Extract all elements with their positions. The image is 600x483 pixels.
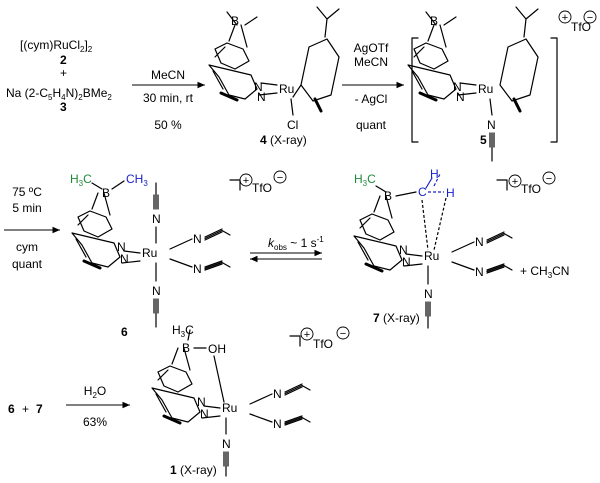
ruthenium-atom: Ru	[142, 246, 157, 260]
ruthenium-atom: Ru	[222, 401, 237, 415]
svg-text:7: 7	[36, 402, 43, 416]
compound-label-2: 2	[60, 53, 67, 67]
svg-text:N: N	[222, 437, 231, 451]
svg-text:N: N	[273, 387, 282, 401]
ruthenium-atom: Ru	[478, 82, 493, 96]
step5-yield: 63%	[83, 415, 107, 429]
svg-text:−: −	[277, 172, 283, 184]
nitrogen-atom: N	[402, 255, 411, 269]
methyl-group: H3C	[172, 323, 194, 339]
step3-yield: quant	[12, 257, 43, 271]
counterion-7: + TfO −	[496, 171, 556, 196]
svg-text:N: N	[152, 284, 161, 298]
svg-text:TfO: TfO	[313, 337, 333, 351]
arrow-step-1: MeCN 30 min, rt 50 %	[132, 68, 205, 132]
compound-1-structure: B H3C OH N N Ru N N N	[150, 323, 311, 477]
ru-dimer-formula: [(cym)RuCl2]2	[20, 38, 93, 54]
compound-7-structure: B H3C C H H N N Ru N N N	[352, 167, 513, 329]
step2-reagent-2: MeCN	[354, 55, 388, 69]
svg-text:TfO: TfO	[521, 182, 541, 196]
nitrogen-atom: N	[487, 118, 496, 132]
ruthenium-atom: Ru	[279, 82, 294, 96]
svg-text:N: N	[424, 287, 433, 301]
methyl-group-blue: CH3	[126, 172, 148, 188]
counterion-5: + TfO −	[558, 10, 597, 34]
nitrogen-atom: N	[453, 80, 462, 94]
svg-text:N: N	[193, 262, 202, 276]
nitrogen-atom: N	[257, 90, 266, 104]
svg-text:TfO: TfO	[252, 181, 272, 195]
step1-conditions: 30 min, rt	[143, 91, 194, 105]
compound-4-structure: B N N Ru Cl	[207, 6, 340, 132]
svg-text:N: N	[152, 212, 161, 226]
step3-byproduct: cym	[16, 240, 38, 254]
svg-text:−: −	[587, 12, 593, 24]
svg-text:+: +	[243, 175, 249, 187]
step2-yield: quant	[356, 118, 387, 132]
svg-text:−: −	[340, 328, 346, 340]
svg-text:N: N	[273, 417, 282, 431]
step2-reagent-1: AgOTf	[354, 41, 389, 55]
step3-temp: 75 ºC	[12, 185, 42, 199]
methyl-group-green: H3C	[70, 172, 92, 188]
methyl-group-green: H3C	[354, 172, 376, 188]
counterion-6: + TfO −	[229, 170, 287, 195]
left-bracket	[411, 37, 419, 143]
boron-atom: B	[430, 14, 438, 28]
rate-constant: kobs ~ 1 s-1	[268, 235, 324, 252]
compound-label-3: 3	[60, 100, 67, 114]
chloride-atom: Cl	[287, 118, 298, 132]
svg-text:6: 6	[8, 402, 15, 416]
ruthenium-atom: Ru	[424, 249, 439, 263]
svg-text:+: +	[562, 12, 568, 24]
boron-atom: B	[182, 341, 190, 355]
counterion-1: + TfO −	[289, 326, 350, 351]
step3-time: 5 min	[12, 201, 41, 215]
nitrogen-atom: N	[117, 240, 126, 254]
nitrogen-atom: N	[200, 407, 209, 421]
hydroxyl-group: OH	[208, 342, 226, 356]
compound-4-label: 4 (X-ray)	[260, 133, 307, 147]
nitrogen-atom: N	[120, 252, 129, 266]
svg-text:+: +	[22, 402, 29, 416]
compound-1-label: 1 (X-ray)	[170, 463, 217, 477]
reagent-block: [(cym)RuCl2]2 2 + Na (2-C5H4N)2BMe2 3	[6, 38, 112, 114]
svg-text:−: −	[546, 173, 552, 185]
svg-text:N: N	[475, 235, 484, 249]
svg-text:N: N	[475, 265, 484, 279]
agostic-hydrogen-1: H	[430, 167, 439, 181]
equilibrium-arrow: kobs ~ 1 s-1	[250, 235, 324, 263]
step2-byproduct: - AgCl	[355, 92, 388, 106]
arrow-step-5: H2O 63%	[66, 384, 130, 429]
reactant-sum: 6 + 7	[8, 402, 43, 416]
arrow-step-3: 75 ºC 5 min cym quant	[4, 185, 60, 271]
boron-atom: B	[231, 14, 239, 28]
acetonitrile-byproduct: + CH3CN	[520, 264, 569, 280]
agostic-carbon: C	[418, 185, 427, 199]
right-bracket	[550, 37, 558, 143]
svg-text:+: +	[512, 176, 518, 188]
svg-text:TfO: TfO	[571, 20, 591, 34]
compound-5-structure: B N N Ru N	[406, 6, 558, 162]
borate-formula: Na (2-C5H4N)2BMe2	[6, 86, 112, 102]
compound-7-label: 7 (X-ray)	[373, 311, 420, 325]
nitrogen-atom: N	[254, 80, 263, 94]
nitrogen-atom: N	[456, 90, 465, 104]
nitrogen-atom: N	[399, 243, 408, 257]
plus-sign: +	[60, 66, 67, 80]
arrow-step-2: AgOTf MeCN - AgCl quant	[342, 41, 404, 132]
agostic-hydrogen-2: H	[446, 186, 455, 200]
compound-5-label: 5	[480, 133, 487, 147]
step1-yield: 50 %	[154, 118, 182, 132]
step5-reagent: H2O	[84, 384, 106, 400]
boron-atom: B	[102, 186, 110, 200]
svg-text:N: N	[193, 232, 202, 246]
compound-6-label: 6	[121, 325, 128, 339]
compound-6-structure: B H3C CH3 N N Ru N N N N	[70, 172, 231, 328]
boron-atom: B	[384, 189, 392, 203]
step1-solvent: MeCN	[151, 68, 185, 82]
svg-text:+: +	[304, 329, 310, 341]
nitrogen-atom: N	[197, 395, 206, 409]
